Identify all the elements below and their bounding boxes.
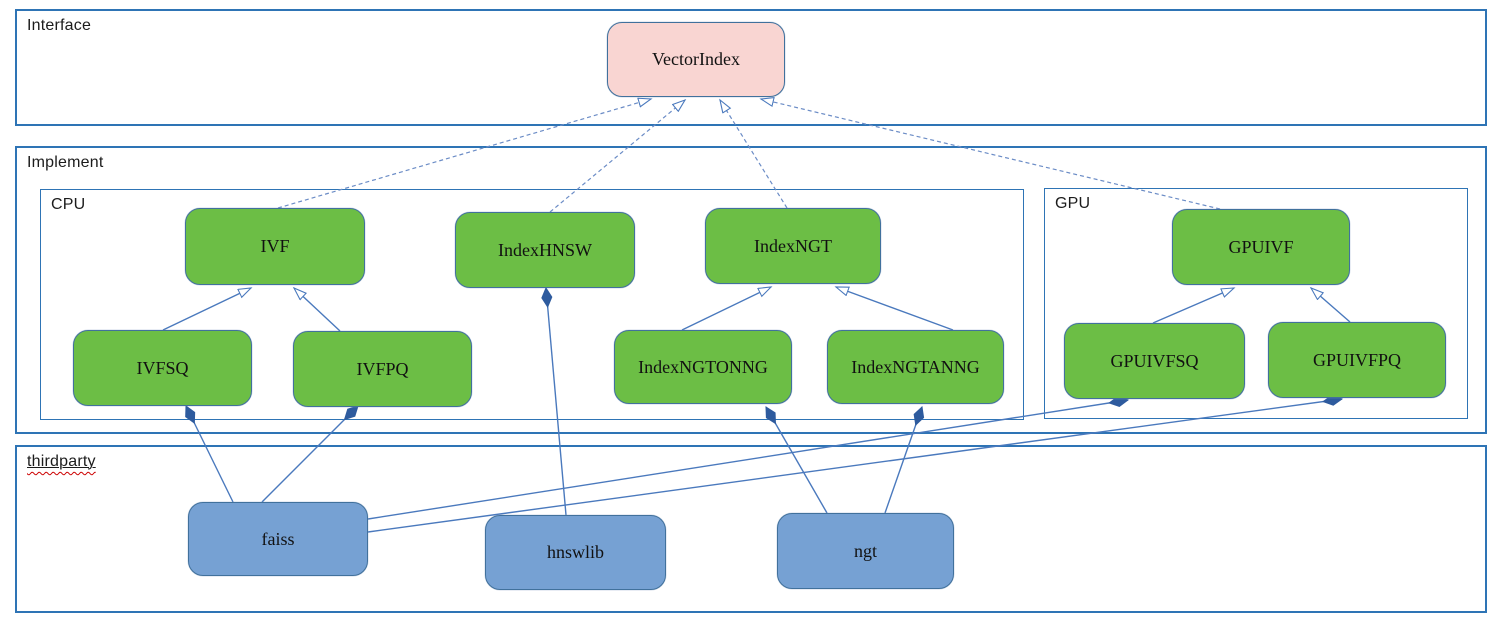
node-ivfpq-label: IVFPQ	[356, 358, 409, 379]
node-ivf-label: IVF	[260, 236, 290, 256]
node-gpuivfpq[interactable]: GPUIVFPQ	[1268, 322, 1446, 398]
section-interface-label: Interface	[27, 17, 92, 34]
node-gpuivfpq-label: GPUIVFPQ	[1312, 349, 1402, 370]
node-indexhnsw-label: IndexHNSW	[498, 239, 592, 260]
section-thirdparty-label: thirdparty	[27, 453, 96, 470]
node-indexngtonng-label: IndexNGTONNG	[638, 356, 768, 377]
node-ngt[interactable]: ngt	[777, 513, 954, 589]
node-ngt-label: ngt	[853, 540, 877, 561]
node-indexngtanng[interactable]: IndexNGTANNG	[827, 330, 1004, 404]
node-indexngt-label: IndexNGT	[754, 235, 832, 256]
node-gpuivf[interactable]: GPUIVF	[1172, 209, 1350, 285]
node-indexhnsw[interactable]: IndexHNSW	[455, 212, 635, 288]
node-faiss-label: faiss	[261, 528, 295, 549]
node-vectorindex-label: VectorIndex	[652, 49, 740, 69]
node-ivf[interactable]: IVF	[185, 208, 365, 285]
node-hnswlib[interactable]: hnswlib	[485, 515, 666, 590]
node-gpuivfsq[interactable]: GPUIVFSQ	[1064, 323, 1245, 399]
node-hnswlib-label: hnswlib	[546, 542, 604, 562]
node-gpuivf-label: GPUIVF	[1228, 236, 1294, 257]
node-ivfpq[interactable]: IVFPQ	[293, 331, 472, 407]
node-gpuivfsq-label: GPUIVFSQ	[1110, 350, 1199, 371]
section-implement-label: Implement	[27, 154, 104, 171]
node-ivfsq[interactable]: IVFSQ	[73, 330, 252, 406]
node-ivfsq-label: IVFSQ	[136, 357, 189, 378]
node-indexngtanng-label: IndexNGTANNG	[851, 356, 980, 377]
section-cpu-label: CPU	[51, 196, 86, 213]
node-vectorindex[interactable]: VectorIndex	[607, 22, 785, 97]
node-indexngtonng[interactable]: IndexNGTONNG	[614, 330, 792, 404]
node-indexngt[interactable]: IndexNGT	[705, 208, 881, 284]
node-faiss[interactable]: faiss	[188, 502, 368, 576]
